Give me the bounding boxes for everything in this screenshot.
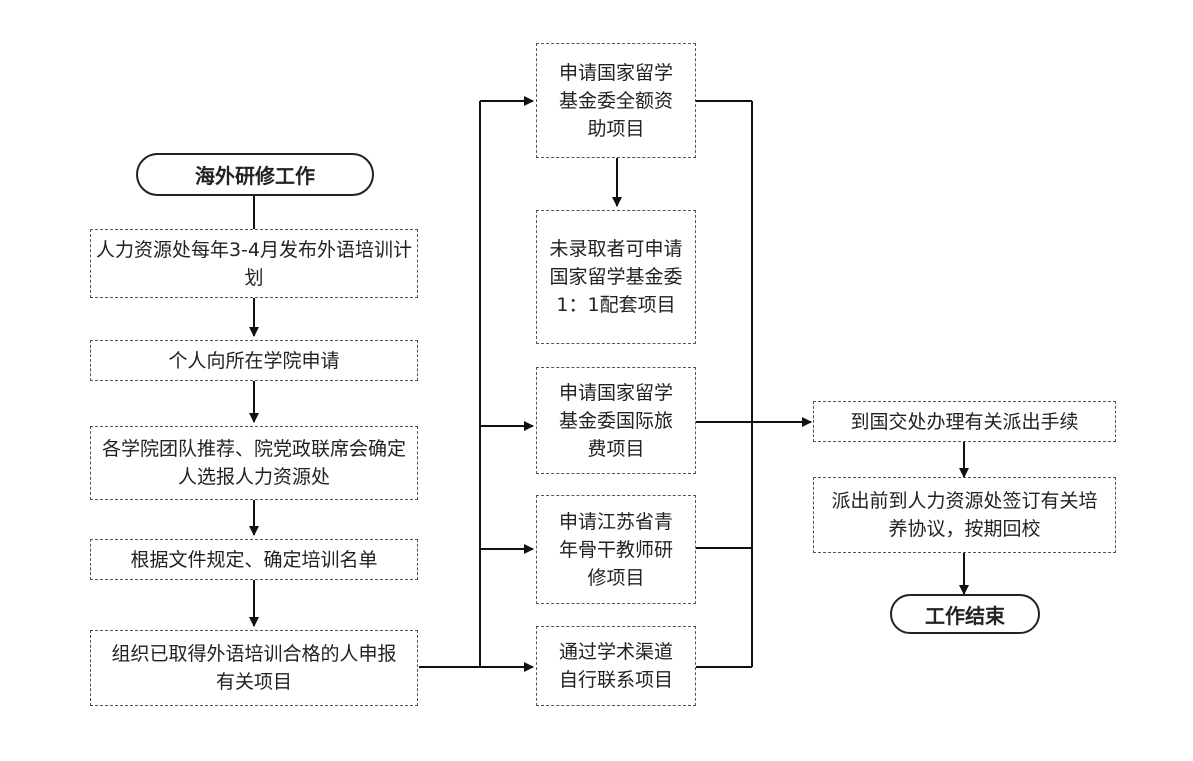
step-recommend: 各学院团队推荐、院党政联席会确定人选报人力资源处 (90, 426, 418, 500)
step-procedures-label: 到国交处办理有关派出手续 (850, 410, 1079, 433)
step-apply: 个人向所在学院申请 (90, 340, 418, 381)
step-apply-label: 个人向所在学院申请 (168, 349, 340, 372)
step-agreement-label: 派出前到人力资源处签订有关培养协议，按期回校 (831, 490, 1098, 540)
step-organize-label: 组织已取得外语培训合格的人申报有关项目 (111, 643, 397, 693)
step-list: 根据文件规定、确定培训名单 (90, 539, 418, 580)
end-terminal: 工作结束 (890, 594, 1040, 634)
end-label: 工作结束 (925, 603, 1005, 628)
project-full-funding: 申请国家留学基金委全额资助项目 (536, 43, 696, 158)
start-label: 海外研修工作 (195, 164, 315, 188)
step-plan: 人力资源处每年3-4月发布外语培训计划 (90, 229, 418, 298)
step-list-label: 根据文件规定、确定培训名单 (130, 548, 378, 571)
project-matching: 未录取者可申请国家留学基金委1：1配套项目 (536, 210, 696, 344)
project-jiangsu-label: 申请江苏省青年骨干教师研修项目 (558, 510, 673, 589)
start-terminal: 海外研修工作 (136, 153, 374, 196)
project-academic-label: 通过学术渠道自行联系项目 (558, 641, 673, 691)
project-academic: 通过学术渠道自行联系项目 (536, 626, 696, 706)
project-full-funding-label: 申请国家留学基金委全额资助项目 (558, 61, 673, 140)
step-agreement: 派出前到人力资源处签订有关培养协议，按期回校 (813, 477, 1116, 553)
step-organize: 组织已取得外语培训合格的人申报有关项目 (90, 630, 418, 706)
project-matching-label: 未录取者可申请国家留学基金委1：1配套项目 (549, 238, 683, 316)
project-jiangsu: 申请江苏省青年骨干教师研修项目 (536, 495, 696, 604)
step-plan-label: 人力资源处每年3-4月发布外语培训计划 (95, 238, 413, 289)
step-recommend-label: 各学院团队推荐、院党政联席会确定人选报人力资源处 (101, 438, 406, 488)
project-travel-label: 申请国家留学基金委国际旅费项目 (558, 381, 673, 460)
step-procedures: 到国交处办理有关派出手续 (813, 401, 1116, 442)
project-travel: 申请国家留学基金委国际旅费项目 (536, 367, 696, 474)
